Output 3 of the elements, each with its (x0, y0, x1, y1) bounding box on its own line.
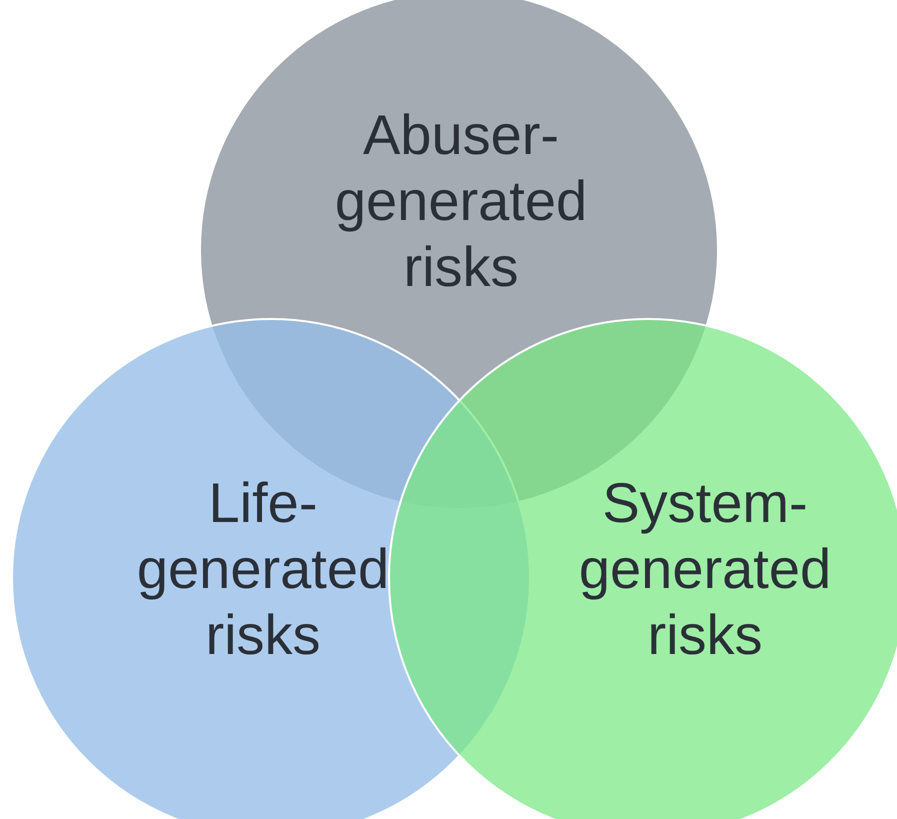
circle-label: Life-generated risks (136, 470, 390, 668)
circle-label: System-generated risks (578, 470, 832, 668)
circle-label: Abuser-generated risks (334, 102, 588, 300)
